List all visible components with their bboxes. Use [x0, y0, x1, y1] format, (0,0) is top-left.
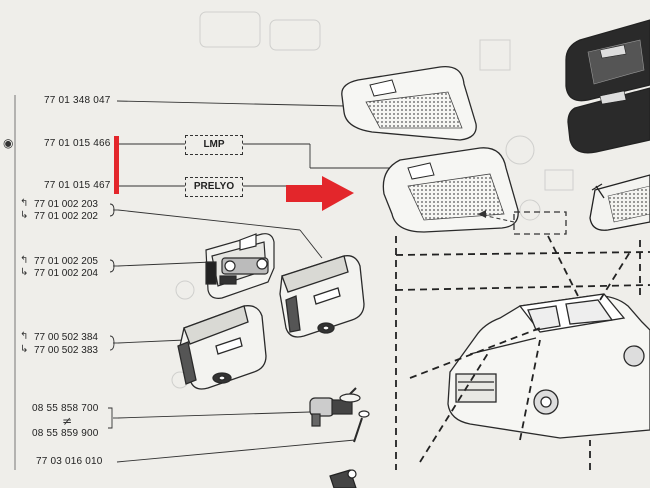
- lens-cover-target: [382, 147, 519, 233]
- right-side-icon: ↳: [20, 267, 29, 278]
- part-number: 08 55 859 900: [32, 428, 99, 439]
- part-number: 77 01 015 467: [44, 180, 111, 191]
- dashed-placeholder: [513, 211, 567, 235]
- position-lines: [395, 235, 650, 470]
- part-number: 77 00 502 383: [34, 345, 98, 356]
- lens-covers-right: [565, 19, 650, 231]
- part-number: 77 01 348 047: [44, 95, 111, 106]
- not-equal-icon: ≠: [62, 414, 73, 428]
- part-number: 77 01 002 203: [34, 199, 98, 210]
- part-number: 08 55 858 700: [32, 403, 99, 414]
- screw: [353, 410, 370, 443]
- part-number: 77 01 002 204: [34, 268, 98, 279]
- label-box-lmp: LMP: [185, 135, 243, 155]
- left-side-icon: ↰: [20, 198, 29, 209]
- highlight-bar: [114, 136, 119, 194]
- right-side-icon: ↳: [20, 344, 29, 355]
- door-switch: [309, 387, 361, 427]
- part-number: 77 00 502 384: [34, 332, 98, 343]
- arrow-right-icon: [286, 176, 354, 211]
- car-outline: [447, 293, 650, 439]
- bulb-icon: ◉: [3, 136, 14, 150]
- lamp-housing-right: [279, 255, 365, 338]
- part-number: 77 01 002 205: [34, 256, 98, 267]
- lamp-housing-left: [177, 305, 267, 390]
- label-box-prelyo: PRELYO: [185, 177, 243, 197]
- leader-lines: [108, 100, 392, 463]
- part-number: 77 01 002 202: [34, 211, 98, 222]
- left-side-icon: ↰: [20, 255, 29, 266]
- left-side-icon: ↰: [20, 331, 29, 342]
- lens-cover-top: [341, 65, 477, 141]
- part-number: 77 01 015 466: [44, 138, 111, 149]
- right-side-icon: ↳: [20, 210, 29, 221]
- part-number: 77 03 016 010: [36, 456, 103, 467]
- bottom-fragment: [329, 469, 357, 488]
- background-bleed: [171, 11, 574, 389]
- bulb-holder: [205, 233, 275, 299]
